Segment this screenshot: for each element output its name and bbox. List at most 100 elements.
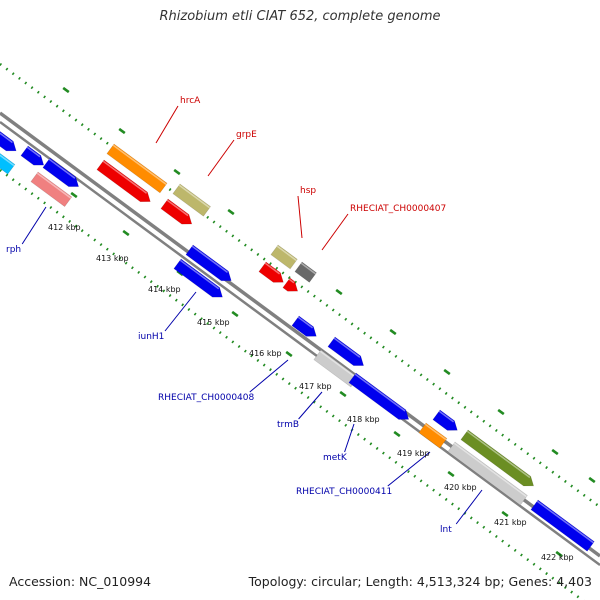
label-leader-rev-7 [455, 489, 483, 525]
tick-mark-outer [497, 408, 505, 416]
label-leader-4 [321, 213, 349, 251]
gene-forward-9 [258, 261, 284, 283]
gene-highlight [166, 199, 189, 217]
tick-mark-inner [122, 229, 130, 237]
label-leader-rev-6 [387, 451, 431, 487]
gene-highlight [26, 146, 41, 158]
gene-shape [432, 409, 458, 431]
gene-label-hrcA: hrcA [180, 96, 201, 106]
tick-mark-outer [551, 448, 559, 456]
gene-features [0, 126, 595, 552]
gene-highlight [48, 158, 76, 179]
gene-label-rph: rph [6, 245, 21, 255]
gene-highlight [102, 160, 147, 194]
kbp-label-4: 415 kbp [197, 318, 230, 327]
tick-marks [0, 62, 600, 600]
gene-label-iunH1: iunH1 [138, 332, 164, 342]
gene-label-RHECIAT_CH0000408: RHECIAT_CH0000408 [158, 393, 255, 403]
gene-shape [418, 422, 448, 449]
gene-label-hsp: hsp [300, 186, 316, 196]
gene-forward-7 [270, 244, 298, 270]
tick-row-outer [0, 62, 600, 509]
gene-shape [160, 198, 193, 225]
gene-highlight [300, 262, 317, 275]
gene-reverse-20 [348, 372, 410, 420]
label-leader-1 [155, 105, 179, 144]
gene-shape [106, 143, 168, 194]
tick-mark-outer [62, 86, 70, 94]
gene-shape [327, 336, 365, 366]
tick-mark-outer [389, 328, 397, 336]
backbone-line-inner [0, 120, 600, 567]
kbp-label-9: 420 kbp [444, 483, 477, 492]
gene-label-lnt: lnt [440, 525, 452, 535]
gene-reverse-11 [42, 157, 80, 187]
tick-mark-outer [588, 476, 596, 484]
gene-reverse-14 [185, 244, 232, 282]
gene-highlight [297, 316, 314, 329]
gene-highlight [276, 245, 297, 262]
gene-reverse-12 [0, 148, 16, 175]
gene-shape [294, 261, 317, 283]
gene-forward-10 [282, 277, 299, 292]
gene-highlight [536, 500, 594, 544]
gene-highlight [438, 410, 455, 423]
gene-shape [258, 261, 284, 283]
gene-highlight [191, 245, 228, 273]
gene-forward-4 [96, 159, 151, 203]
kbp-label-10: 421 kbp [494, 518, 527, 527]
kbp-label-7: 418 kbp [347, 415, 380, 424]
gene-highlight [112, 144, 167, 186]
gene-reverse-22 [418, 422, 448, 449]
gene-highlight [0, 149, 15, 167]
gene-reverse-23 [432, 409, 458, 431]
tick-mark-outer [227, 208, 235, 216]
gene-shape [530, 499, 595, 552]
label-leader-rev-2 [164, 291, 197, 332]
gene-shape [348, 372, 410, 420]
gene-forward-1 [0, 126, 17, 152]
gene-reverse-19 [313, 349, 359, 388]
gene-shape [20, 145, 45, 166]
gene-label-metK: metK [323, 453, 348, 463]
gene-label-trmB: trmB [277, 420, 299, 430]
kbp-label-6: 417 kbp [299, 382, 332, 391]
gene-reverse-18 [327, 336, 365, 366]
gene-shape [42, 157, 80, 187]
gene-shape [460, 429, 535, 487]
tick-mark-inner [231, 310, 239, 318]
tick-mark-inner [393, 430, 401, 438]
gene-highlight [179, 259, 220, 290]
gene-forward-3 [106, 143, 168, 194]
gene-reverse-13 [30, 171, 73, 208]
tick-mark-inner [70, 191, 78, 199]
kbp-label-5: 416 kbp [249, 349, 282, 358]
gene-label-RHECIAT_CH0000407: RHECIAT_CH0000407 [350, 204, 446, 214]
tick-mark-inner [447, 470, 455, 478]
gene-highlight [424, 423, 447, 441]
gene-forward-8 [294, 261, 317, 283]
gene-reverse-26 [530, 499, 595, 552]
label-leader-rev-3 [249, 359, 289, 393]
gene-shape [447, 441, 528, 506]
label-leaders [21, 105, 483, 525]
gene-reverse-15 [173, 258, 223, 298]
kbp-label-2: 413 kbp [96, 254, 129, 263]
genome-stats-text: Topology: circular; Length: 4,513,324 bp… [248, 574, 592, 589]
kbp-label-3: 414 kbp [148, 285, 181, 294]
gene-highlight [354, 373, 406, 412]
gene-label-grpE: grpE [236, 130, 257, 140]
gene-shape [30, 171, 73, 208]
label-leader-rev-5 [344, 423, 355, 453]
label-leader-rev-4 [298, 391, 323, 420]
tick-mark-inner [501, 510, 509, 518]
gene-highlight [453, 442, 527, 498]
gene-shape [282, 277, 299, 292]
label-leader-3 [297, 195, 303, 239]
gene-highlight [288, 278, 295, 284]
gene-shape [185, 244, 232, 282]
label-leader-2 [207, 139, 235, 177]
gene-forward-6 [160, 198, 193, 225]
